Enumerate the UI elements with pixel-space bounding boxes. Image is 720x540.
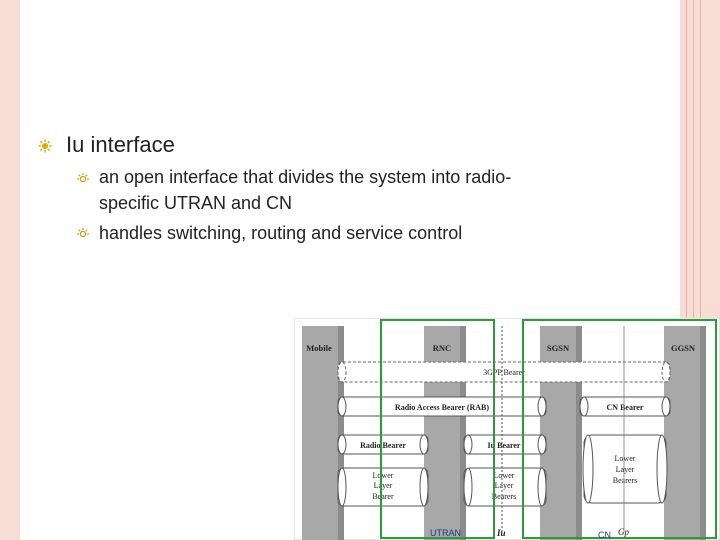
right-decor-line (700, 0, 701, 540)
lower-mobile-line-3: Bearer (372, 492, 394, 501)
rnc-pillar (424, 326, 460, 540)
iu-bearer-cap-right (537, 434, 547, 455)
sgsn-pillar (540, 326, 576, 540)
radio-bearer-cap-left (337, 434, 347, 455)
lower-mobile-line-2: Layer (374, 481, 393, 490)
bullet-2-line-1: handles switching, routing and service c… (99, 223, 463, 243)
right-decor-line (693, 0, 694, 540)
lower-rnc-line-3: Bearers (492, 492, 516, 501)
lower-cn-line-3: Bearers (613, 476, 637, 485)
rab-cap-left (337, 396, 347, 417)
mobile-pillar (302, 326, 338, 540)
3gpp-bearer-label: 3GPP Bearer (483, 368, 525, 377)
rnc-pillar-shade (460, 326, 466, 540)
rab-cap-right (537, 396, 547, 417)
iu-bearer-label: Iu Bearer (488, 441, 521, 450)
utran-domain-box (380, 319, 495, 539)
lower-cn-cap-left (582, 434, 594, 504)
sgsn-pillar-shade (576, 326, 582, 540)
iu-label: Iu (496, 528, 506, 538)
lower-mobile-cap-left (337, 467, 347, 507)
gp-label: Gp (618, 527, 629, 537)
cn-bearer-cap-left (579, 396, 589, 417)
ggsn-pillar-shade (700, 326, 706, 540)
cn-bearer-label: CN Bearer (607, 403, 644, 412)
lower-rnc-line-1: Lower (494, 471, 515, 480)
bullet-1-line-2: specific UTRAN and CN (99, 193, 293, 213)
node-label-sgsn: SGSN (547, 343, 570, 353)
radio-bearer-cap-right (419, 434, 429, 455)
3gpp-bearer-cap-right (661, 361, 671, 383)
ggsn-pillar (664, 326, 700, 540)
cn-domain-box (522, 319, 717, 539)
bullet-1-line-1: an open interface that divides the syste… (99, 167, 512, 187)
slide-title: Iu interface (66, 132, 175, 157)
cn-label: CN (598, 530, 611, 540)
right-decor-line (686, 0, 687, 540)
cn-bearer-cap-right (661, 396, 671, 417)
rab-label: Radio Access Bearer (RAB) (395, 403, 489, 412)
left-decor-band (0, 0, 20, 540)
iu-bearer-cap-left (463, 434, 473, 455)
node-label-rnc: RNC (433, 343, 451, 353)
sun-icon (77, 173, 89, 183)
node-label-ggsn: GGSN (671, 343, 696, 353)
lower-cn-line-2: Layer (616, 465, 635, 474)
node-label-mobile: Mobile (306, 343, 332, 353)
lower-rnc-cap-left (463, 467, 473, 507)
bearer-architecture-diagram: Mobile RNC SGSN GGSN 3GPP Bearer Radio A… (294, 318, 720, 540)
sun-icon (38, 139, 52, 153)
radio-bearer-label: Radio Bearer (360, 441, 406, 450)
lower-mobile-cap-right (419, 467, 429, 507)
3gpp-bearer-cap-left (337, 361, 347, 383)
lower-mobile-line-1: Lower (373, 471, 394, 480)
utran-label: UTRAN (430, 528, 461, 538)
figure-border (294, 318, 720, 540)
lower-rnc-cap-right (537, 467, 547, 507)
sun-icon (77, 228, 89, 238)
lower-cn-cap-right (656, 434, 668, 504)
lower-rnc-line-2: Layer (495, 481, 514, 490)
lower-cn-line-1: Lower (615, 454, 636, 463)
mobile-pillar-shade (338, 326, 344, 540)
